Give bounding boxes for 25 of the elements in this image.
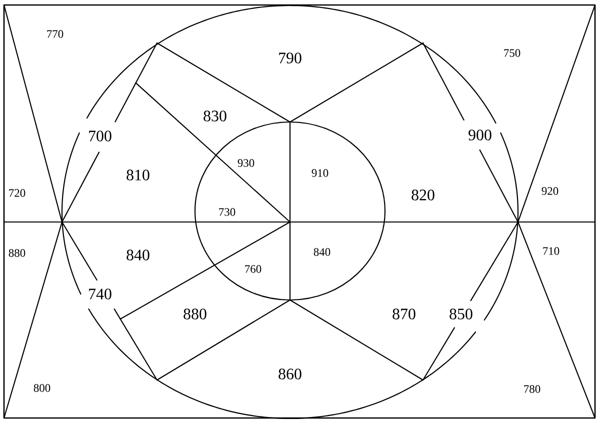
- region-label: 880: [184, 308, 206, 320]
- region-label: 740: [89, 288, 112, 300]
- region-label: 930: [238, 159, 254, 167]
- region-label: 710: [543, 247, 560, 255]
- region-label: 850: [450, 308, 472, 320]
- region-label: 810: [126, 170, 150, 180]
- region-label: 750: [504, 49, 520, 57]
- region-label: 830: [204, 110, 226, 122]
- region-label: 880: [8, 249, 26, 257]
- region-label: 800: [34, 384, 50, 392]
- region-label: 770: [47, 30, 64, 38]
- region-label: 870: [392, 308, 416, 320]
- region-label: 840: [314, 248, 330, 256]
- region-label: 720: [9, 189, 26, 197]
- region-label: 790: [279, 52, 302, 64]
- region-label: 860: [278, 368, 302, 380]
- region-label: 700: [89, 130, 112, 142]
- region-label: 820: [412, 190, 434, 200]
- region-label: 760: [245, 265, 262, 273]
- region-label: 780: [524, 385, 540, 393]
- region-label: 840: [126, 250, 150, 260]
- region-label: 730: [219, 208, 236, 216]
- region-label: 920: [542, 187, 558, 195]
- region-label: 910: [312, 169, 328, 177]
- region-label: 900: [468, 130, 492, 140]
